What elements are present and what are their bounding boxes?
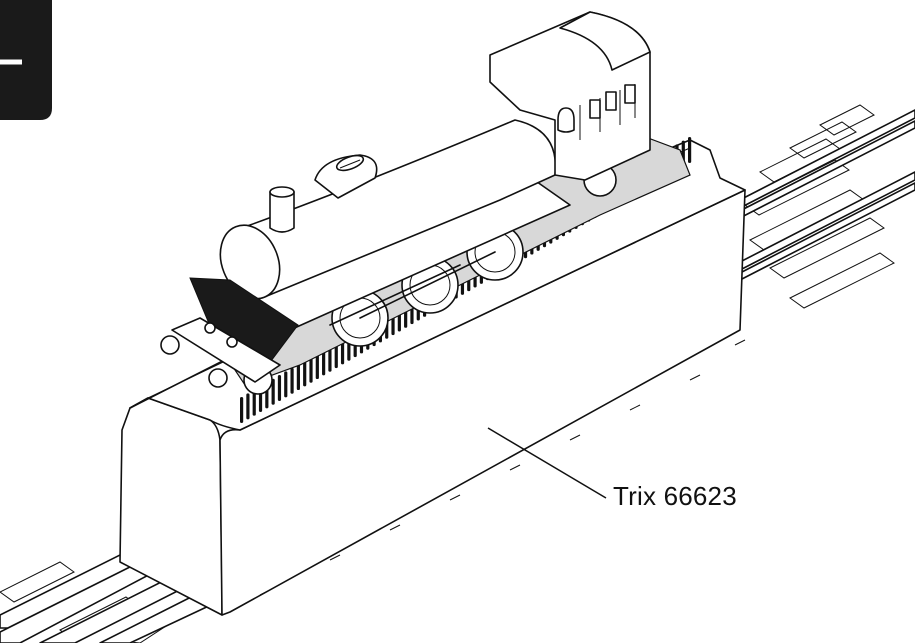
vent-slot	[322, 349, 326, 376]
callout-leader-line	[487, 427, 607, 499]
vent-slot	[334, 342, 338, 369]
locomotive-illustration	[160, 11, 691, 395]
rail-track-back	[729, 104, 915, 309]
vent-slot	[328, 345, 332, 372]
vent-slot	[246, 393, 250, 420]
section-tab	[0, 0, 52, 120]
vent-slot	[340, 338, 345, 365]
vent-slot	[296, 364, 300, 391]
vent-slot	[277, 375, 282, 402]
vent-slot	[688, 137, 692, 163]
callout-label: Trix 66623	[613, 481, 737, 511]
vent-slot	[309, 356, 313, 383]
vent-slot	[284, 371, 288, 398]
vent-slot	[290, 367, 294, 394]
vent-slot	[252, 389, 256, 416]
vent-slot	[303, 360, 307, 387]
vent-slot	[271, 378, 275, 405]
vent-slot	[315, 353, 319, 380]
vent-slot	[240, 397, 244, 423]
